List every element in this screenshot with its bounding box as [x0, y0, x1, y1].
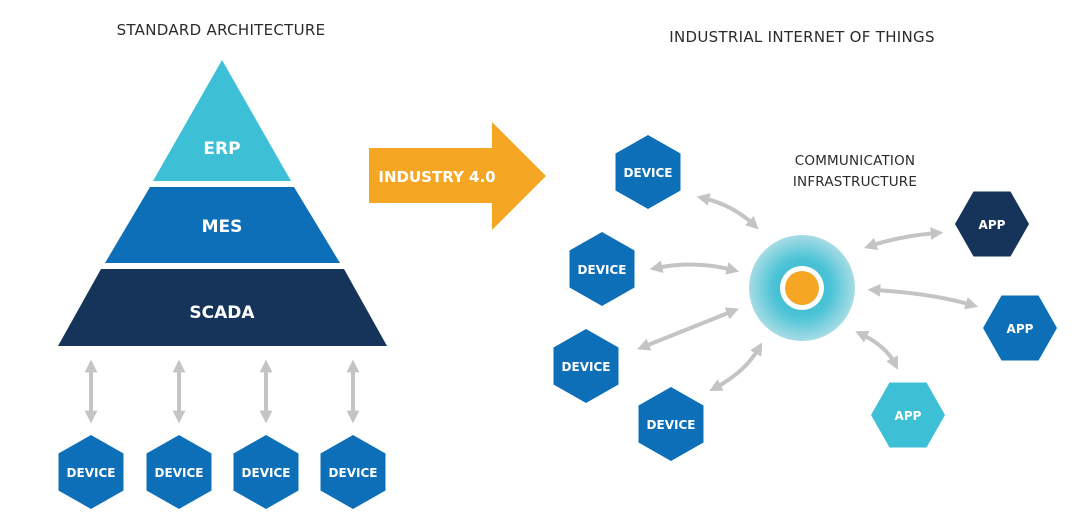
hexagon-shape — [146, 435, 212, 509]
erp-label: ERP — [203, 139, 240, 159]
hexagon-shape — [983, 295, 1057, 361]
connector-arrow — [696, 193, 759, 230]
connector-arrow — [863, 227, 944, 251]
vertical-connectors — [84, 359, 360, 424]
device-label: DEVICE — [67, 466, 116, 480]
iiot-devices: DEVICE DEVICE DEVICE DEVICE — [553, 135, 704, 461]
hub-core — [785, 271, 819, 305]
app-node: APP — [871, 382, 945, 448]
connector-arrow — [709, 342, 763, 392]
connector-arrow — [867, 283, 979, 310]
app-node: APP — [955, 191, 1029, 257]
hexagon-shape — [638, 387, 704, 461]
industry-4-arrow: INDUSTRY 4.0 — [369, 122, 546, 230]
pyramid-layer-erp — [153, 60, 291, 181]
iiot-apps: APP APP APP — [871, 191, 1057, 448]
hexagon-shape — [871, 382, 945, 448]
device-node: DEVICE — [233, 435, 299, 509]
device-label: DEVICE — [562, 360, 611, 374]
device-node: DEVICE — [638, 387, 704, 461]
hub-connectors — [637, 193, 979, 392]
device-label: DEVICE — [155, 466, 204, 480]
device-label: DEVICE — [329, 466, 378, 480]
device-label: DEVICE — [624, 166, 673, 180]
app-label: APP — [1007, 322, 1034, 336]
device-node: DEVICE — [146, 435, 212, 509]
connector-arrow — [649, 260, 740, 275]
app-label: APP — [895, 409, 922, 423]
hexagon-shape — [955, 191, 1029, 257]
communication-hub — [749, 235, 855, 341]
hexagon-shape — [615, 135, 681, 209]
hub-label-line1: COMMUNICATION — [795, 153, 915, 169]
mes-label: MES — [202, 217, 243, 237]
device-node: DEVICE — [569, 232, 635, 306]
device-label: DEVICE — [647, 418, 696, 432]
device-node: DEVICE — [58, 435, 124, 509]
app-node: APP — [983, 295, 1057, 361]
device-node: DEVICE — [320, 435, 386, 509]
big-arrow-shape — [369, 122, 546, 230]
iiot-title: INDUSTRIAL INTERNET OF THINGS — [669, 28, 935, 46]
pyramid: ERP MES SCADA — [58, 60, 387, 346]
scada-label: SCADA — [189, 303, 255, 323]
pyramid-layer-mes — [105, 187, 340, 263]
connector-arrow — [637, 307, 739, 351]
left-devices: DEVICE DEVICE DEVICE DEVICE — [58, 435, 386, 509]
device-label: DEVICE — [578, 263, 627, 277]
device-node: DEVICE — [615, 135, 681, 209]
standard-architecture-title: STANDARD ARCHITECTURE — [117, 21, 326, 39]
hexagon-shape — [553, 329, 619, 403]
app-label: APP — [979, 218, 1006, 232]
device-label: DEVICE — [242, 466, 291, 480]
hexagon-shape — [569, 232, 635, 306]
hexagon-shape — [320, 435, 386, 509]
device-node: DEVICE — [553, 329, 619, 403]
connector-arrow — [855, 331, 898, 370]
hexagon-shape — [233, 435, 299, 509]
hub-label-line2: INFRASTRUCTURE — [793, 174, 917, 190]
industry-4-label: INDUSTRY 4.0 — [378, 168, 495, 186]
pyramid-layer-scada — [58, 269, 387, 346]
hexagon-shape — [58, 435, 124, 509]
